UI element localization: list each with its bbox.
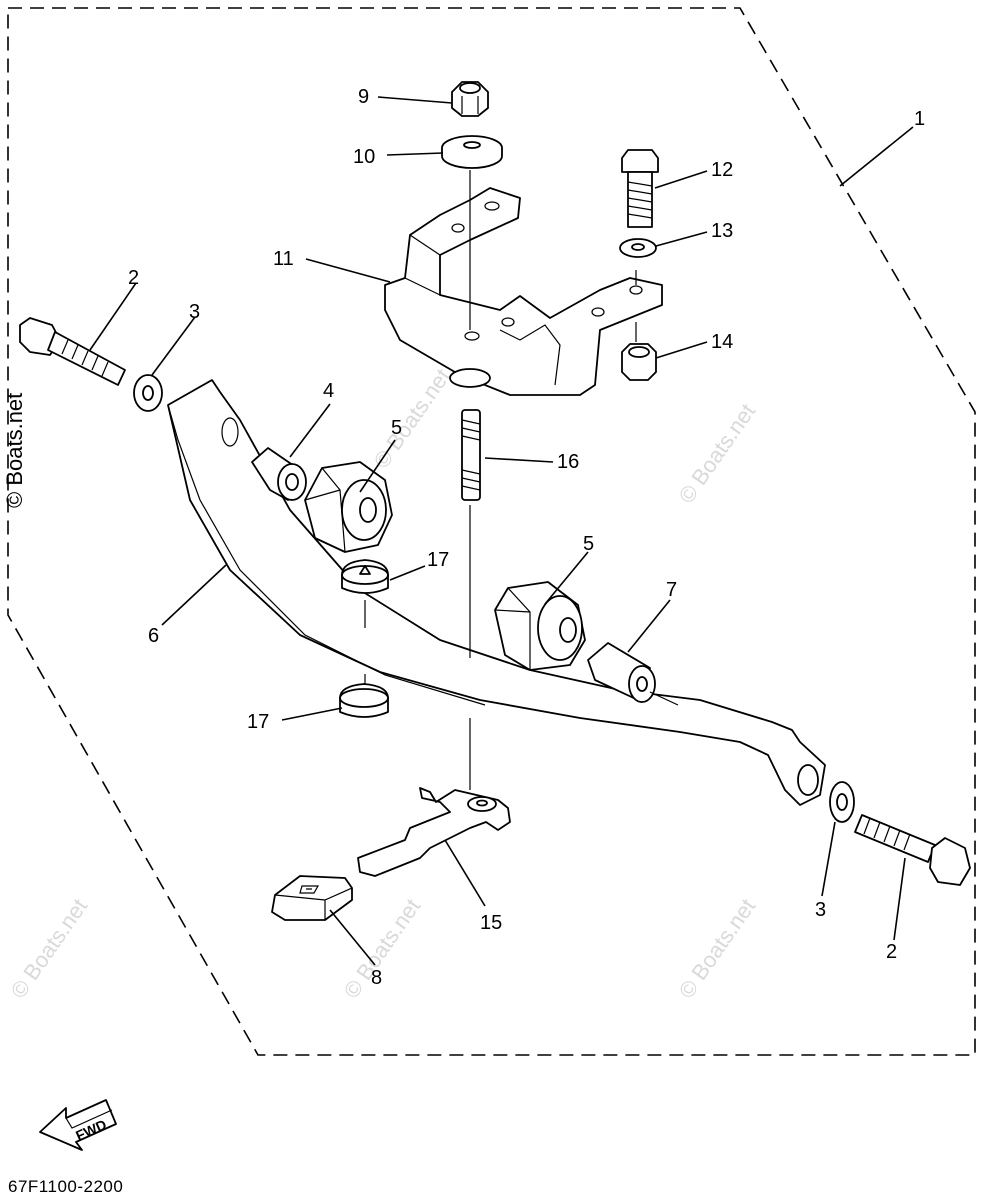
watermark-faint: © Boats.net — [369, 364, 456, 473]
callout-14: 14 — [711, 331, 733, 353]
part-code: 67F1100-2200 — [8, 1177, 123, 1196]
part-11-bracket — [384, 187, 663, 396]
watermark-main: © Boats.net — [2, 393, 27, 508]
part-4-collar — [251, 447, 307, 501]
watermark-faint: © Boats.net — [6, 894, 93, 1003]
callout-17-top: 17 — [427, 549, 449, 571]
callout-17-bottom: 17 — [247, 711, 269, 733]
part-15-lever — [357, 787, 511, 877]
callout-3-right: 3 — [815, 899, 826, 921]
part-17-cap-top — [341, 559, 389, 594]
center-lines — [364, 170, 679, 790]
part-17-cap-bottom — [339, 683, 389, 718]
part-10-washer — [441, 135, 503, 169]
part-2-bolt-left — [19, 317, 126, 386]
part-3-washer-right — [829, 781, 855, 823]
callout-13: 13 — [711, 220, 733, 242]
part-5-nut-top — [304, 461, 393, 553]
callout-5-top: 5 — [391, 417, 402, 439]
callout-10: 10 — [353, 146, 375, 168]
part-13-washer — [619, 238, 657, 258]
part-6-arm — [167, 379, 826, 806]
watermark-faint: © Boats.net — [674, 894, 761, 1003]
part-14-nut — [621, 343, 657, 381]
assembly-boundary — [7, 7, 976, 1056]
callout-8: 8 — [371, 967, 382, 989]
part-12-bolt — [621, 149, 659, 228]
fwd-arrow-icon: FWD — [39, 1099, 117, 1151]
callout-4: 4 — [323, 380, 334, 402]
part-9-nut — [451, 81, 489, 117]
part-5-nut-right — [494, 581, 586, 671]
part-3-washer-left — [133, 374, 163, 412]
callout-2-left: 2 — [128, 267, 139, 289]
callout-7: 7 — [666, 579, 677, 601]
part-16-stud — [461, 409, 481, 501]
callout-12: 12 — [711, 159, 733, 181]
callout-15: 15 — [480, 912, 502, 934]
callout-16: 16 — [557, 451, 579, 473]
callout-2-right: 2 — [886, 941, 897, 963]
watermark-faint: © Boats.net — [674, 399, 761, 508]
callout-labels: 1 2 2 3 3 4 5 5 6 7 8 9 10 11 12 13 14 1… — [128, 86, 925, 989]
callout-5-right: 5 — [583, 533, 594, 555]
callout-11: 11 — [273, 248, 294, 270]
callout-3-left: 3 — [189, 301, 200, 323]
part-7-collar — [587, 642, 656, 703]
part-2-bolt-right — [854, 814, 971, 886]
leader-lines — [89, 96, 914, 966]
callout-1: 1 — [914, 108, 925, 130]
callout-6: 6 — [148, 625, 159, 647]
callout-9: 9 — [358, 86, 369, 108]
part-8-block — [271, 875, 353, 921]
